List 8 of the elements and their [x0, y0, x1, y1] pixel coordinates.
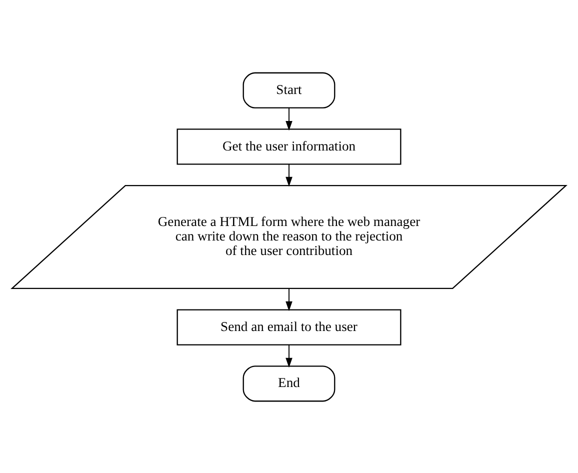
node-box: Send an email to the user — [176, 308, 402, 345]
arrow — [286, 106, 292, 130]
node-box: Get the user information — [176, 128, 402, 164]
arrow — [286, 163, 292, 186]
node-box: Start — [242, 72, 336, 108]
arrow — [286, 288, 292, 311]
node-box: End — [242, 365, 336, 402]
arrow — [286, 344, 292, 368]
